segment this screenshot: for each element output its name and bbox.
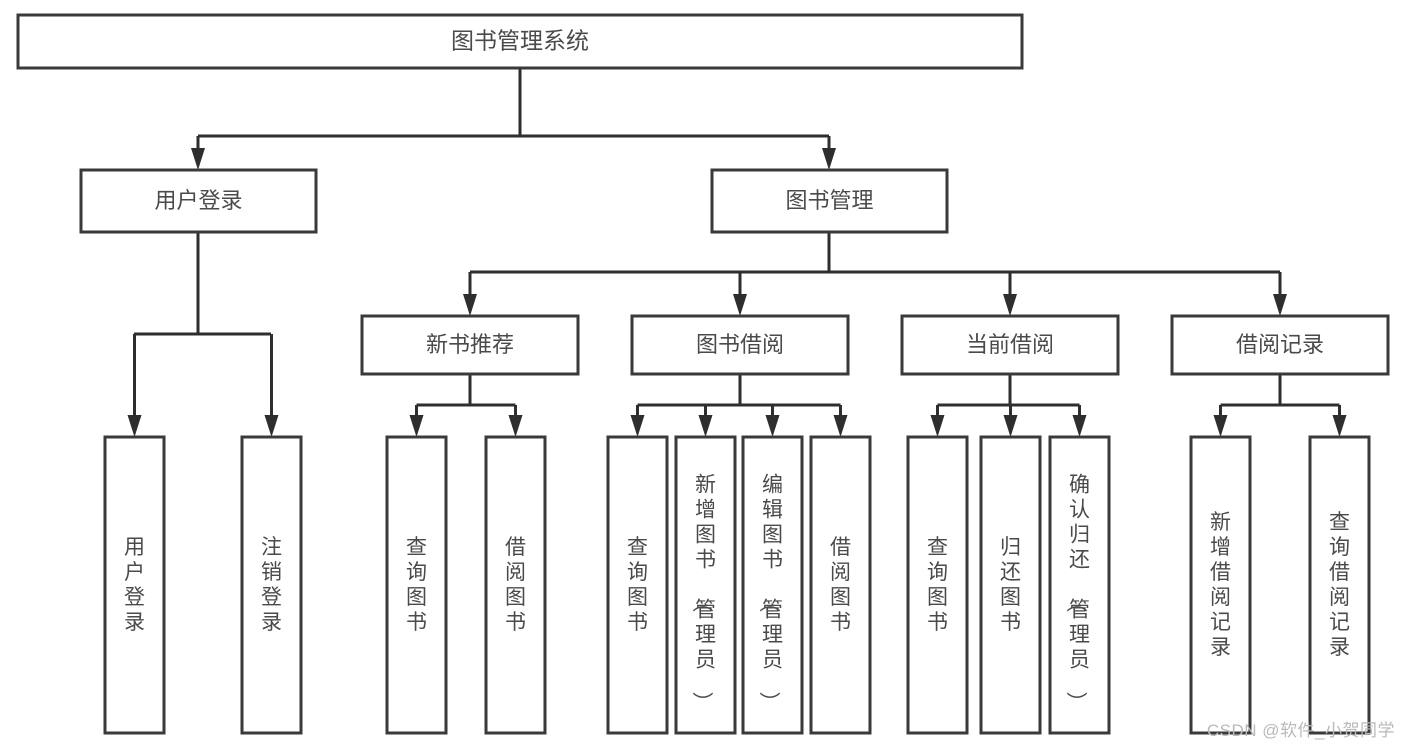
arrow-to-leaf-borrow-book-1 xyxy=(508,415,523,437)
node-leaf-user-login[interactable]: 用户登录 xyxy=(103,435,166,735)
node-leaf-query-record-box[interactable] xyxy=(1308,435,1371,735)
arrow-to-leaf-query-book-3 xyxy=(930,415,945,437)
node-leaf-add-record-label: 新增借阅记录 xyxy=(1210,511,1231,659)
node-leaf-query-book-1-label: 查询图书 xyxy=(406,536,427,634)
arrow-to-leaf-user-logout xyxy=(264,415,279,437)
arrow-to-leaf-borrow-book-2 xyxy=(833,415,848,437)
node-user-login-label: 用户登录 xyxy=(154,188,242,213)
arrow-to-leaf-confirm-return xyxy=(1072,415,1087,437)
arrow-to-user-login xyxy=(191,148,205,170)
arrow-to-leaf-query-book-2 xyxy=(630,415,645,437)
node-leaf-user-logout-label: 注销登录 xyxy=(261,536,282,634)
arrow-to-current-borrow xyxy=(1003,294,1017,316)
arrow-to-leaf-user-login xyxy=(127,415,142,437)
node-leaf-borrow-book-1-box[interactable] xyxy=(484,435,547,735)
node-leaf-add-book-label: 新增图书（管理员） xyxy=(690,474,716,713)
arrow-to-leaf-add-book xyxy=(698,415,713,437)
node-leaf-borrow-book-2-label: 借阅图书 xyxy=(830,536,851,634)
node-leaf-edit-book[interactable]: 编辑图书（管理员） xyxy=(741,435,804,735)
arrow-to-leaf-query-book-1 xyxy=(409,415,424,437)
node-leaf-edit-book-label: 编辑图书（管理员） xyxy=(757,474,783,713)
node-leaf-query-book-3-box[interactable] xyxy=(906,435,969,735)
node-leaf-add-record[interactable]: 新增借阅记录 xyxy=(1189,435,1252,735)
node-leaf-return-book-label: 归还图书 xyxy=(1000,536,1021,634)
node-leaf-query-book-2[interactable]: 查询图书 xyxy=(606,435,669,735)
node-leaf-return-book[interactable]: 归还图书 xyxy=(979,435,1042,735)
node-current-borrow[interactable]: 当前借阅 xyxy=(900,314,1120,376)
node-root[interactable]: 图书管理系统 xyxy=(16,13,1024,70)
node-borrow-record-label: 借阅记录 xyxy=(1236,332,1324,357)
node-leaf-user-login-label: 用户登录 xyxy=(124,536,145,634)
node-new-book-recommend-box[interactable] xyxy=(360,314,580,376)
node-leaf-query-book-1[interactable]: 查询图书 xyxy=(385,435,448,735)
node-root-label: 图书管理系统 xyxy=(451,28,589,54)
arrow-to-book-manage xyxy=(822,148,836,170)
node-leaf-return-book-box[interactable] xyxy=(979,435,1042,735)
node-leaf-query-record-label: 查询借阅记录 xyxy=(1329,511,1350,659)
arrow-to-leaf-return-book xyxy=(1003,415,1018,437)
node-leaf-query-book-2-box[interactable] xyxy=(606,435,669,735)
node-leaf-query-book-3-label: 查询图书 xyxy=(927,536,948,634)
node-borrow-record[interactable]: 借阅记录 xyxy=(1170,314,1390,376)
arrow-to-book-borrow xyxy=(733,294,747,316)
node-leaf-add-record-box[interactable] xyxy=(1189,435,1252,735)
node-leaf-user-logout[interactable]: 注销登录 xyxy=(240,435,303,735)
node-leaf-edit-book-box[interactable] xyxy=(741,435,804,735)
node-root-box[interactable] xyxy=(16,13,1024,70)
node-leaf-user-logout-box[interactable] xyxy=(240,435,303,735)
node-new-book-recommend-label: 新书推荐 xyxy=(426,332,514,357)
node-leaf-query-record[interactable]: 查询借阅记录 xyxy=(1308,435,1371,735)
node-new-book-recommend[interactable]: 新书推荐 xyxy=(360,314,580,376)
node-book-manage-label: 图书管理 xyxy=(785,188,873,213)
node-book-borrow-label: 图书借阅 xyxy=(696,332,784,357)
node-current-borrow-box[interactable] xyxy=(900,314,1120,376)
node-borrow-record-box[interactable] xyxy=(1170,314,1390,376)
arrow-to-borrow-record xyxy=(1273,294,1287,316)
node-book-manage[interactable]: 图书管理 xyxy=(710,168,949,234)
node-book-manage-box[interactable] xyxy=(710,168,949,234)
node-leaf-query-book-1-box[interactable] xyxy=(385,435,448,735)
node-leaf-user-login-box[interactable] xyxy=(103,435,166,735)
node-user-login[interactable]: 用户登录 xyxy=(79,168,318,234)
arrow-to-leaf-add-record xyxy=(1213,415,1228,437)
node-leaf-borrow-book-2[interactable]: 借阅图书 xyxy=(809,435,872,735)
node-leaf-query-book-3[interactable]: 查询图书 xyxy=(906,435,969,735)
node-layer: 图书管理系统用户登录图书管理新书推荐图书借阅当前借阅借阅记录用户登录注销登录查询… xyxy=(16,13,1390,735)
node-leaf-add-book[interactable]: 新增图书（管理员） xyxy=(674,435,737,735)
node-leaf-query-book-2-label: 查询图书 xyxy=(627,536,648,634)
node-leaf-borrow-book-1[interactable]: 借阅图书 xyxy=(484,435,547,735)
connector-layer xyxy=(127,68,1347,437)
arrow-to-new-book-recommend xyxy=(463,294,477,316)
node-user-login-box[interactable] xyxy=(79,168,318,234)
node-book-borrow-box[interactable] xyxy=(630,314,850,376)
node-leaf-confirm-return[interactable]: 确认归还（管理员） xyxy=(1048,435,1111,735)
node-book-borrow[interactable]: 图书借阅 xyxy=(630,314,850,376)
node-leaf-borrow-book-2-box[interactable] xyxy=(809,435,872,735)
node-leaf-borrow-book-1-label: 借阅图书 xyxy=(505,536,526,634)
node-leaf-confirm-return-label: 确认归还（管理员） xyxy=(1064,474,1090,713)
node-leaf-add-book-box[interactable] xyxy=(674,435,737,735)
node-leaf-confirm-return-box[interactable] xyxy=(1048,435,1111,735)
arrow-to-leaf-query-record xyxy=(1332,415,1347,437)
node-current-borrow-label: 当前借阅 xyxy=(966,332,1054,357)
arrow-to-leaf-edit-book xyxy=(765,415,780,437)
